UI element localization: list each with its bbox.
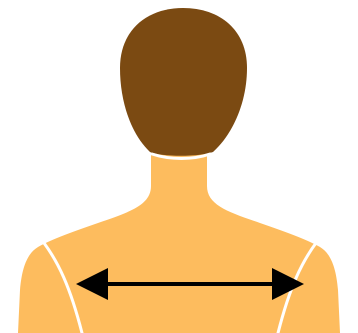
torso-shape bbox=[18, 148, 340, 333]
head-shape bbox=[120, 8, 247, 156]
